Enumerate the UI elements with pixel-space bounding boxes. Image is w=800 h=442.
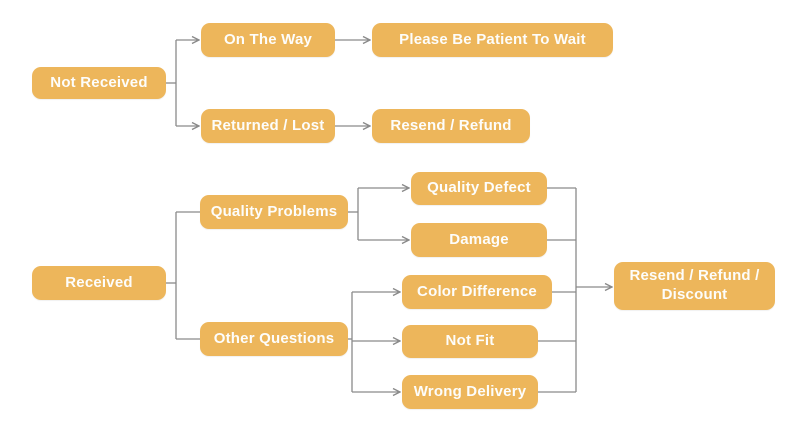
node-not-fit[interactable]: Not Fit (402, 325, 538, 358)
node-received[interactable]: Received (32, 266, 166, 300)
node-quality-defect[interactable]: Quality Defect (411, 172, 547, 205)
node-on-the-way[interactable]: On The Way (201, 23, 335, 57)
node-resend-refund-discount[interactable]: Resend / Refund / Discount (614, 262, 775, 310)
node-damage[interactable]: Damage (411, 223, 547, 257)
node-please-be-patient-to-wait[interactable]: Please Be Patient To Wait (372, 23, 613, 57)
node-wrong-delivery[interactable]: Wrong Delivery (402, 375, 538, 409)
node-quality-problems[interactable]: Quality Problems (200, 195, 348, 229)
node-color-difference[interactable]: Color Difference (402, 275, 552, 309)
node-resend-refund[interactable]: Resend / Refund (372, 109, 530, 143)
node-returned-lost[interactable]: Returned / Lost (201, 109, 335, 143)
node-not-received[interactable]: Not Received (32, 67, 166, 99)
node-other-questions[interactable]: Other Questions (200, 322, 348, 356)
